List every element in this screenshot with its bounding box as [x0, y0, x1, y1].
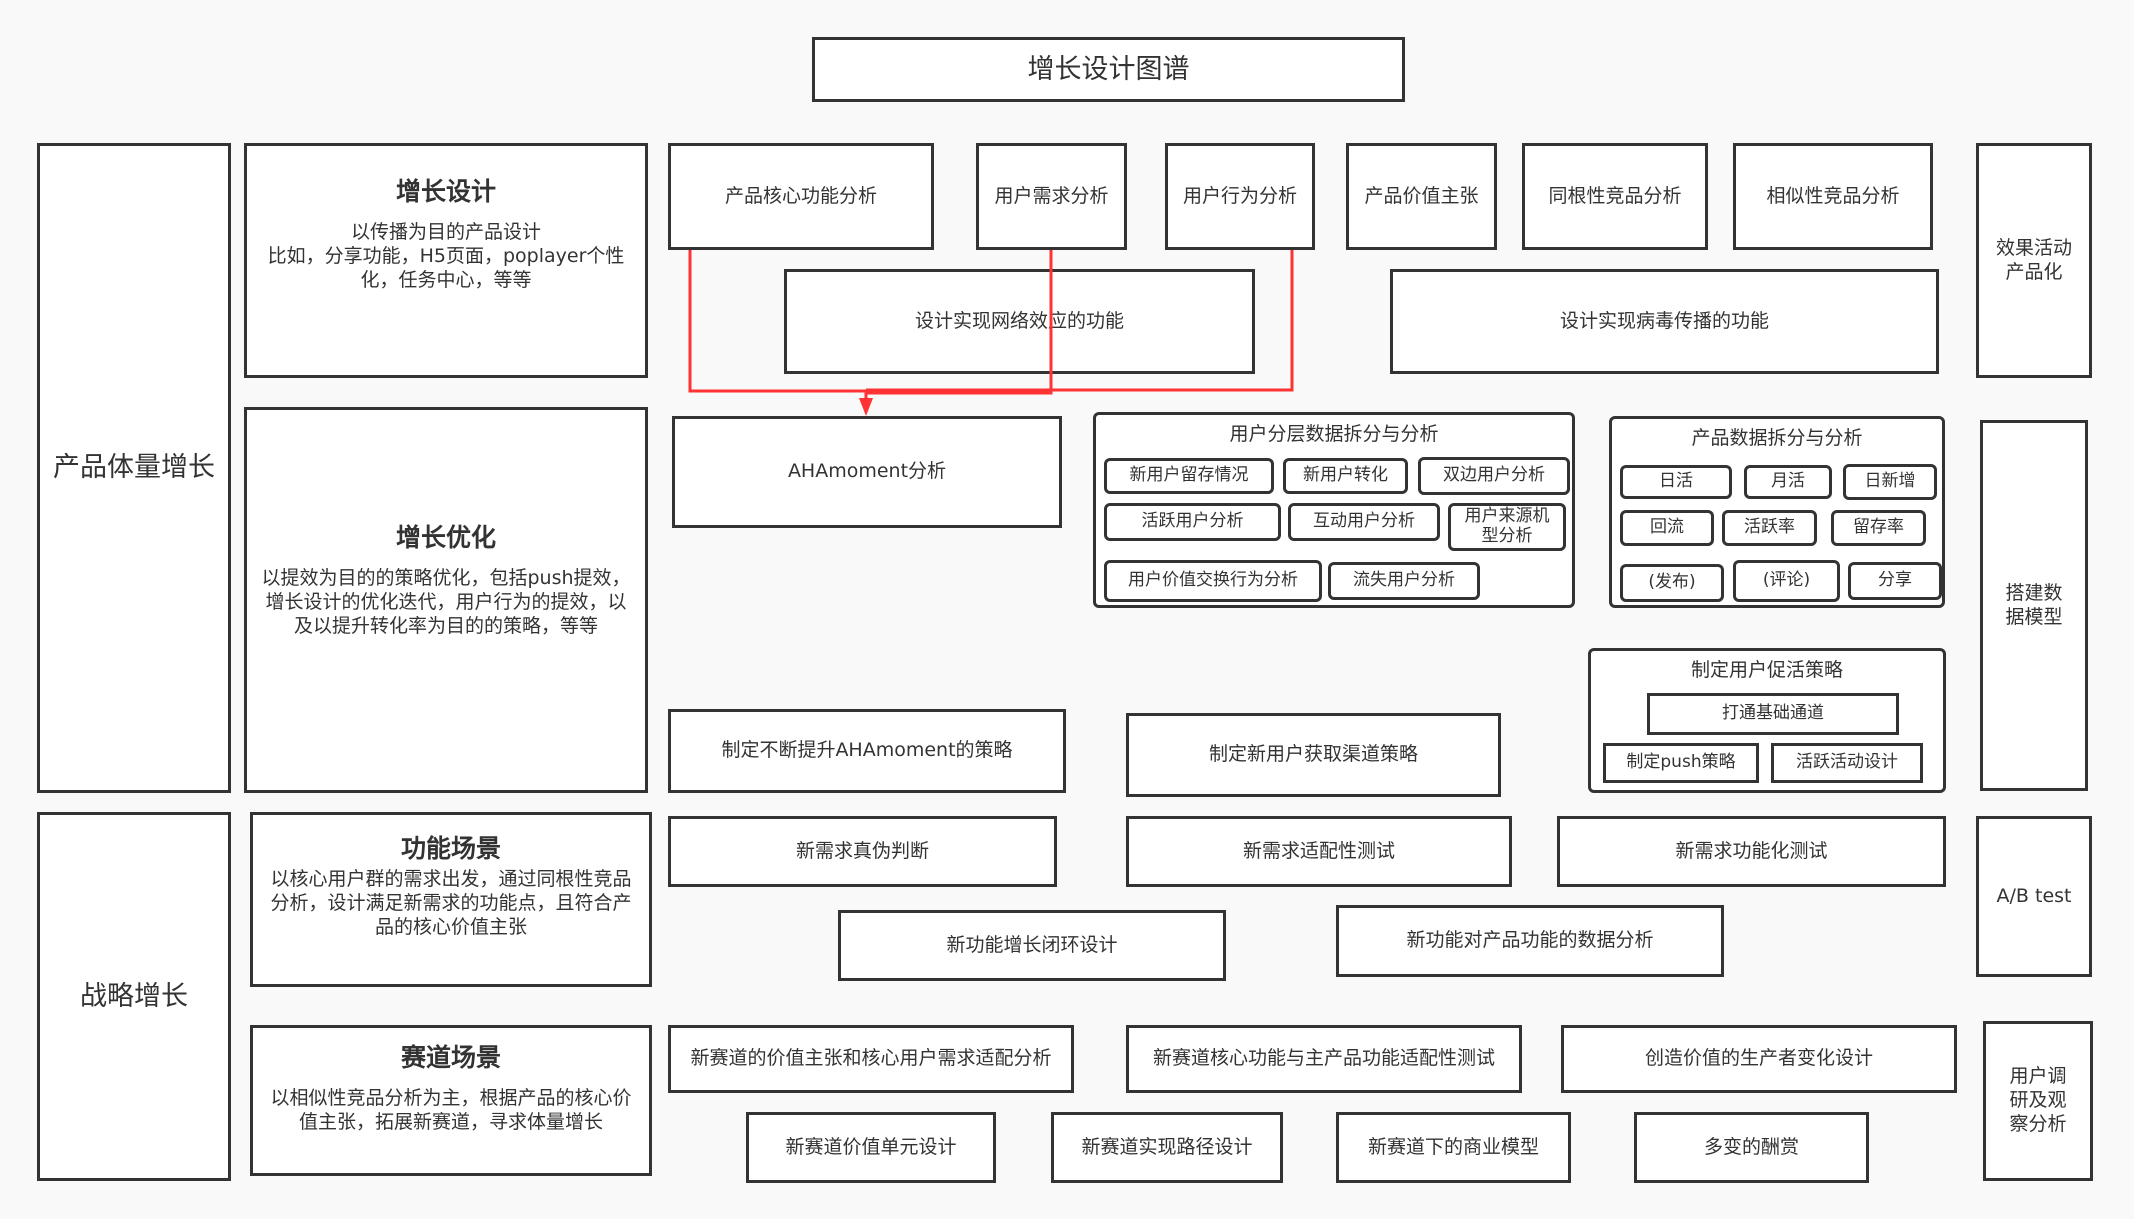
category-strategic-growth: 战略增长 — [37, 812, 231, 1181]
group-title: 制定用户促活策略 — [1690, 659, 1843, 681]
chip: 制定push策略 — [1603, 743, 1759, 783]
box-data-model: 搭建数据模型 — [1980, 420, 2088, 791]
chip: 流失用户分析 — [1328, 562, 1480, 600]
box-aha-strategy: 制定不断提升AHAmoment的策略 — [668, 709, 1066, 793]
box-new-feature-data-analysis: 新功能对产品功能的数据分析 — [1336, 905, 1724, 977]
box-similar-competitor-analysis: 相似性竞品分析 — [1733, 143, 1933, 250]
box-campaign-productization: 效果活动产品化 — [1976, 143, 2092, 378]
chip: 日活 — [1620, 465, 1732, 499]
card-heading: 赛道场景 — [400, 1043, 501, 1072]
box-acquisition-strategy: 制定新用户获取渠道策略 — [1126, 713, 1501, 797]
box-network-effect: 设计实现网络效应的功能 — [784, 269, 1255, 374]
card-description: 以传播为目的产品设计 比如，分享功能，H5页面，poplayer个性化，任务中心… — [267, 221, 625, 291]
box-user-behavior-analysis: 用户行为分析 — [1165, 143, 1315, 250]
card-heading: 功能场景 — [400, 834, 501, 863]
chip: 用户价值交换行为分析 — [1104, 560, 1322, 602]
box-track-business-model: 新赛道下的商业模型 — [1336, 1112, 1571, 1183]
arrowhead-icon — [859, 398, 873, 416]
chip: 新用户留存情况 — [1104, 458, 1274, 494]
card-feature-scenario: 功能场景 以核心用户群的需求出发，通过同根性竞品分析，设计满足新需求的功能点，且… — [250, 812, 652, 987]
group-activation-strategy: 制定用户促活策略 打通基础通道 制定push策略 活跃活动设计 — [1588, 648, 1946, 793]
chip: 互动用户分析 — [1288, 503, 1440, 541]
chip: (评论) — [1733, 560, 1840, 602]
group-title: 用户分层数据拆分与分析 — [1229, 423, 1439, 445]
group-user-layer-analysis: 用户分层数据拆分与分析 新用户留存情况 新用户转化 双边用户分析 活跃用户分析 … — [1093, 412, 1575, 608]
connector-user-behavior — [866, 250, 1294, 392]
card-growth-design: 增长设计 以传播为目的产品设计 比如，分享功能，H5页面，poplayer个性化… — [244, 143, 648, 378]
box-value-proposition: 产品价值主张 — [1346, 143, 1497, 250]
chip: 日新增 — [1843, 464, 1937, 500]
box-track-core-feature-fit: 新赛道核心功能与主产品功能适配性测试 — [1126, 1025, 1522, 1093]
chip: (发布) — [1620, 564, 1724, 602]
card-heading: 增长设计 — [395, 177, 496, 206]
box-homologous-competitor-analysis: 同根性竞品分析 — [1522, 143, 1708, 250]
chip: 活跃用户分析 — [1104, 503, 1281, 541]
chip: 用户来源机型分析 — [1448, 503, 1566, 551]
card-description: 以相似性竞品分析为主，根据产品的核心价值主张，拓展新赛道，寻求体量增长 — [270, 1087, 632, 1133]
box-user-needs-analysis: 用户需求分析 — [976, 143, 1127, 250]
box-user-research: 用户调研及观察分析 — [1983, 1021, 2093, 1181]
group-product-data-analysis: 产品数据拆分与分析 日活 月活 日新增 回流 活跃率 留存率 (发布) (评论)… — [1609, 416, 1945, 608]
chip: 留存率 — [1831, 510, 1926, 546]
box-new-need-feature-test: 新需求功能化测试 — [1557, 816, 1946, 887]
chip: 打通基础通道 — [1647, 693, 1899, 735]
box-aha-moment: AHAmoment分析 — [672, 416, 1062, 528]
chip: 回流 — [1620, 510, 1714, 546]
card-heading: 增长优化 — [395, 523, 496, 552]
box-variable-reward: 多变的酬赏 — [1634, 1112, 1869, 1183]
chip: 月活 — [1744, 465, 1832, 499]
box-new-need-validation: 新需求真伪判断 — [668, 816, 1057, 887]
box-new-need-fit-test: 新需求适配性测试 — [1126, 816, 1512, 887]
chip: 活跃活动设计 — [1771, 743, 1923, 783]
box-viral-spread: 设计实现病毒传播的功能 — [1390, 269, 1939, 374]
chip: 分享 — [1848, 562, 1942, 600]
card-description: 以核心用户群的需求出发，通过同根性竞品分析，设计满足新需求的功能点，且符合产品的… — [270, 868, 632, 938]
card-growth-optimization: 增长优化 以提效为目的的策略优化，包括push提效，增长设计的优化迭代，用户行为… — [244, 407, 648, 793]
diagram-title: 增长设计图谱 — [812, 37, 1405, 102]
card-track-scenario: 赛道场景 以相似性竞品分析为主，根据产品的核心价值主张，拓展新赛道，寻求体量增长 — [250, 1025, 652, 1176]
connector-user-needs — [866, 250, 1053, 395]
box-producer-change-design: 创造价值的生产者变化设计 — [1561, 1025, 1957, 1093]
box-ab-test: A/B test — [1976, 816, 2092, 977]
chip: 新用户转化 — [1283, 458, 1408, 494]
group-title: 产品数据拆分与分析 — [1691, 427, 1863, 449]
chip: 活跃率 — [1722, 510, 1817, 546]
category-product-volume-growth: 产品体量增长 — [37, 143, 231, 793]
box-core-feature-analysis: 产品核心功能分析 — [668, 143, 934, 250]
box-growth-loop-design: 新功能增长闭环设计 — [838, 910, 1226, 981]
box-track-value-fit: 新赛道的价值主张和核心用户需求适配分析 — [668, 1025, 1074, 1093]
connector-core-feature — [688, 250, 866, 393]
box-track-value-unit: 新赛道价值单元设计 — [746, 1112, 996, 1183]
chip: 双边用户分析 — [1418, 457, 1570, 495]
card-description: 以提效为目的的策略优化，包括push提效，增长设计的优化迭代，用户行为的提效，以… — [261, 567, 631, 637]
box-track-path-design: 新赛道实现路径设计 — [1051, 1112, 1283, 1183]
